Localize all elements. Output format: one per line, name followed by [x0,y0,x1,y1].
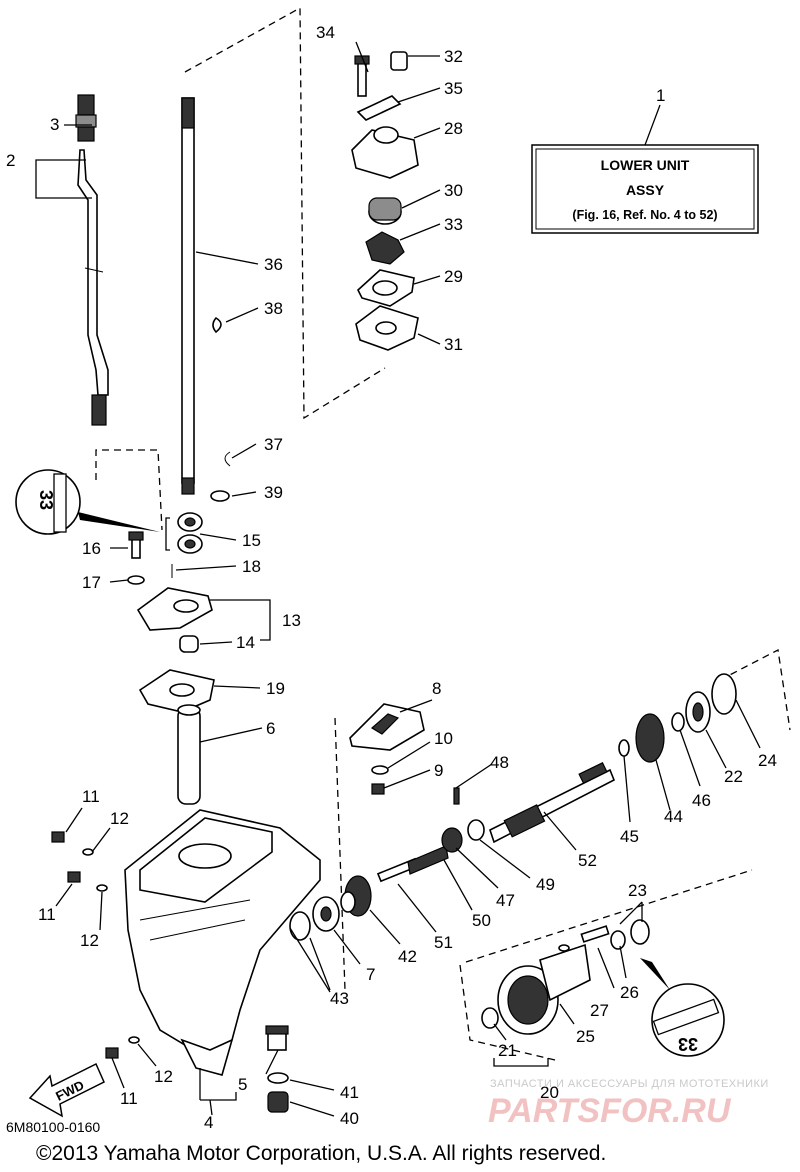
label-37: 37 [264,435,283,454]
copyright-notice: ©2013 Yamaha Motor Corporation, U.S.A. A… [36,1142,606,1165]
screws [51,831,140,1059]
assy-box-title-2: ASSY [626,182,665,198]
grease-callout-bottom: 33 [640,958,725,1057]
label-35: 35 [444,79,463,98]
label-7: 7 [366,965,375,984]
assy-box-title-1: LOWER UNIT [601,157,690,173]
label-21: 21 [498,1041,517,1060]
label-8: 8 [432,679,441,698]
label-17: 17 [82,573,101,592]
label-41: 41 [340,1083,359,1102]
label-6: 6 [266,719,275,738]
part-labels: 1 2 3 4 5 6 7 8 9 10 11 11 11 12 12 12 1… [6,23,777,1132]
label-19: 19 [266,679,285,698]
label-12c: 12 [154,1067,173,1086]
label-38: 38 [264,299,283,318]
label-15: 15 [242,531,261,550]
label-1: 1 [656,86,665,105]
label-32: 32 [444,47,463,66]
label-45: 45 [620,827,639,846]
fwd-arrow: FWD [28,1062,105,1118]
label-12b: 12 [80,931,99,950]
label-30: 30 [444,181,463,200]
label-47: 47 [496,891,515,910]
label-16: 16 [82,539,101,558]
bearings [165,512,203,554]
label-34: 34 [316,23,335,42]
label-13: 13 [282,611,301,630]
leader-lines [35,41,761,1117]
label-18: 18 [242,557,261,576]
label-11c: 11 [120,1089,138,1108]
shift-rod [75,94,109,426]
label-11a: 11 [82,787,100,806]
label-36: 36 [264,255,283,274]
label-43: 43 [330,989,349,1008]
label-22: 22 [724,767,743,786]
diagram-code: 6M80100-0160 [6,1119,100,1135]
grease-callout-bottom-text: 33 [678,1034,698,1054]
drive-shaft [181,97,231,502]
watermark-tagline: ЗАПЧАСТИ И АКСЕССУАРЫ ДЛЯ МОТОТЕХНИКИ [490,1078,769,1090]
propeller-shaft [289,673,737,941]
water-pump [351,51,419,351]
lower-casing [124,809,321,1116]
label-23: 23 [628,881,647,900]
label-46: 46 [692,791,711,810]
label-28: 28 [444,119,463,138]
anode [349,703,425,795]
label-10: 10 [434,729,453,748]
label-48: 48 [490,753,509,772]
label-31: 31 [444,335,463,354]
label-3: 3 [50,115,59,134]
label-49: 49 [536,875,555,894]
label-39: 39 [264,483,283,502]
label-44: 44 [664,807,683,826]
housing-plate [127,531,215,713]
label-12a: 12 [110,809,129,828]
label-14: 14 [236,633,255,652]
watermark-brand: PARTSFOR.RU [488,1092,732,1130]
label-50: 50 [472,911,491,930]
label-52: 52 [578,851,597,870]
label-20: 20 [540,1083,559,1102]
label-40: 40 [340,1109,359,1128]
label-2: 2 [6,151,15,170]
frame-lines [95,6,791,1061]
watermark: ЗАПЧАСТИ И АКСЕССУАРЫ ДЛЯ МОТОТЕХНИКИ PA… [488,1078,769,1130]
assy-box: LOWER UNIT ASSY (Fig. 16, Ref. No. 4 to … [531,104,759,234]
water-tube [177,704,201,805]
grease-callout-top-text: 33 [36,490,56,510]
label-42: 42 [398,947,417,966]
label-33: 33 [444,215,463,234]
label-4: 4 [204,1113,213,1132]
label-27: 27 [590,1001,609,1020]
label-11b: 11 [38,905,56,924]
assy-box-note: (Fig. 16, Ref. No. 4 to 52) [572,208,717,222]
label-24: 24 [758,751,777,770]
label-51: 51 [434,933,453,952]
label-9: 9 [434,761,443,780]
grease-callout-top: 33 [15,469,160,535]
label-25: 25 [576,1027,595,1046]
label-26: 26 [620,983,639,1002]
label-29: 29 [444,267,463,286]
propeller-assembly [481,919,650,1067]
label-5: 5 [238,1075,247,1094]
lower-fittings [265,1025,289,1113]
